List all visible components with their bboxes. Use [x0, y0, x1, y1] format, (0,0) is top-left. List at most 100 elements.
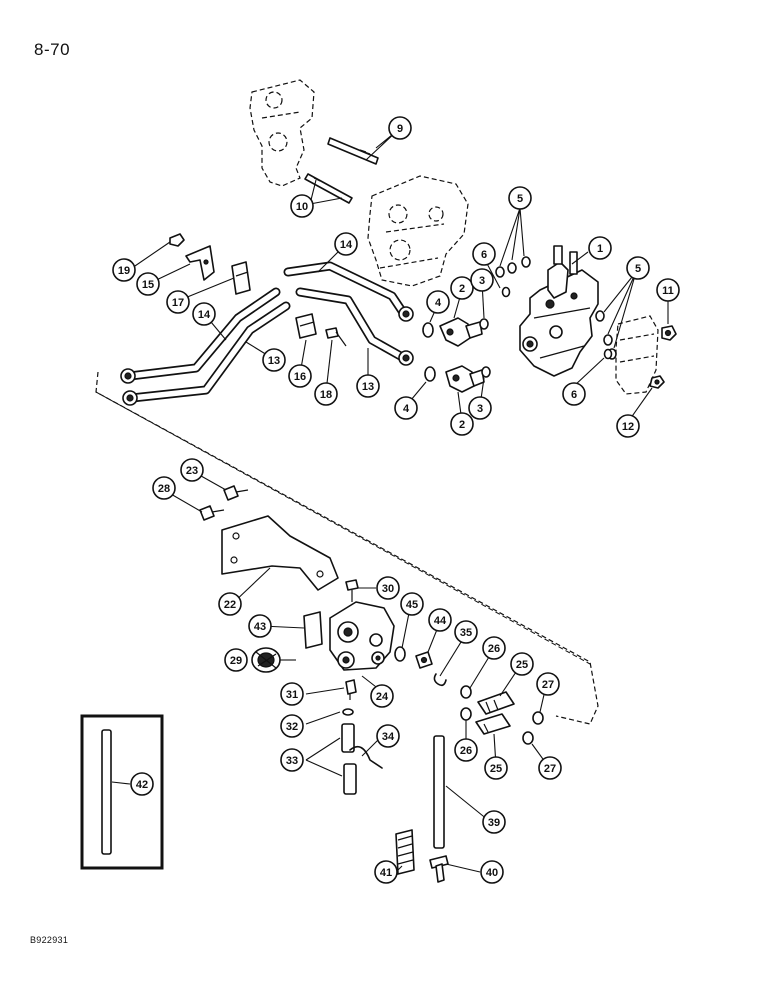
callout-27-upper: 27 [536, 672, 560, 696]
plug-44 [415, 651, 433, 669]
callout-26-lower: 26 [454, 738, 478, 762]
callout-2-upper: 2 [450, 276, 474, 300]
o-ring-3-lower [481, 366, 491, 378]
callout-9: 9 [388, 116, 412, 140]
bracket-15 [185, 245, 215, 281]
callout-45: 45 [400, 592, 424, 616]
o-ring-26-upper [460, 685, 472, 699]
svg-text:25: 25 [490, 763, 502, 775]
svg-text:39: 39 [488, 817, 500, 829]
svg-text:42: 42 [136, 779, 148, 791]
o-ring-6-upper [501, 286, 511, 298]
callout-3-lower: 3 [468, 396, 492, 420]
callout-44: 44 [428, 608, 452, 632]
fitting-31 [345, 679, 357, 700]
o-ring-4-lower [424, 366, 436, 382]
o-ring-6-lower [603, 348, 613, 360]
callout-1: 1 [588, 236, 612, 260]
washer-32 [342, 708, 354, 716]
callout-15: 15 [136, 272, 160, 296]
mounting-bracket-22 [221, 515, 339, 591]
ghost-valve-section-right [615, 315, 659, 395]
svg-text:18: 18 [320, 389, 332, 401]
callout-43: 43 [248, 614, 272, 638]
callout-24: 24 [370, 684, 394, 708]
svg-text:22: 22 [224, 599, 236, 611]
document-code: B922931 [30, 935, 69, 945]
svg-text:34: 34 [382, 731, 395, 743]
callout-35: 35 [454, 620, 478, 644]
svg-text:30: 30 [382, 583, 394, 595]
svg-text:14: 14 [340, 239, 353, 251]
callout-40: 40 [480, 860, 504, 884]
svg-text:13: 13 [268, 355, 280, 367]
svg-text:15: 15 [142, 279, 154, 291]
svg-text:26: 26 [488, 643, 500, 655]
nut-19 [169, 233, 185, 247]
priority-valve-24 [329, 601, 395, 671]
fitting-25-upper [477, 691, 515, 715]
o-ring-3-upper [479, 318, 489, 330]
svg-text:10: 10 [296, 201, 308, 213]
callout-12: 12 [616, 414, 640, 438]
elbow-fitting-2-upper [439, 317, 483, 347]
callout-31: 31 [280, 682, 304, 706]
callout-6-lower: 6 [562, 382, 586, 406]
svg-text:5: 5 [517, 193, 523, 205]
screw-30 [345, 579, 359, 602]
callout-41: 41 [374, 860, 398, 884]
svg-text:6: 6 [481, 249, 487, 261]
cap-29 [251, 647, 281, 673]
screw-18 [325, 327, 347, 347]
callout-39: 39 [482, 810, 506, 834]
svg-text:24: 24 [376, 691, 389, 703]
svg-text:3: 3 [479, 275, 485, 287]
svg-text:2: 2 [459, 283, 465, 295]
callout-42: 42 [130, 772, 154, 796]
clip-34 [349, 745, 383, 769]
hose-33-upper [341, 723, 355, 753]
callout-30: 30 [376, 576, 400, 600]
callout-13-left: 13 [262, 348, 286, 372]
svg-text:32: 32 [286, 721, 298, 733]
tie-rod-9 [327, 137, 379, 165]
ghost-valve-section-center [367, 175, 469, 287]
fitting-25-lower [475, 713, 511, 735]
callout-33: 33 [280, 748, 304, 772]
callout-14-upper: 14 [334, 232, 358, 256]
svg-text:27: 27 [542, 679, 554, 691]
callout-29: 29 [224, 648, 248, 672]
clamp-17 [231, 261, 251, 295]
svg-text:29: 29 [230, 655, 242, 667]
callout-22: 22 [218, 592, 242, 616]
o-rings-5 [495, 256, 617, 360]
svg-text:27: 27 [544, 763, 556, 775]
callout-18: 18 [314, 382, 338, 406]
svg-text:31: 31 [286, 689, 298, 701]
o-ring-27-lower [522, 731, 534, 745]
hydraulic-tube-13-14-left [120, 287, 291, 406]
bolt-28 [199, 505, 225, 521]
o-ring-45 [394, 646, 406, 662]
tee-fitting-40 [429, 855, 449, 883]
callout-32: 32 [280, 714, 304, 738]
nut-12 [649, 375, 665, 389]
svg-text:17: 17 [172, 297, 184, 309]
o-ring-27-upper [532, 711, 544, 725]
svg-text:2: 2 [459, 419, 465, 431]
svg-text:44: 44 [434, 615, 447, 627]
group-boundary-dashed [95, 371, 599, 725]
callout-23: 23 [180, 458, 204, 482]
svg-text:40: 40 [486, 867, 498, 879]
svg-text:13: 13 [362, 381, 374, 393]
callout-10: 10 [290, 194, 314, 218]
callout-6-upper: 6 [472, 242, 496, 266]
svg-text:25: 25 [516, 659, 528, 671]
o-ring-26-lower [460, 707, 472, 721]
hose-39 [433, 735, 445, 849]
callout-26-upper: 26 [482, 636, 506, 660]
svg-text:43: 43 [254, 621, 266, 633]
svg-text:9: 9 [397, 123, 403, 135]
leader-lines [111, 129, 669, 873]
